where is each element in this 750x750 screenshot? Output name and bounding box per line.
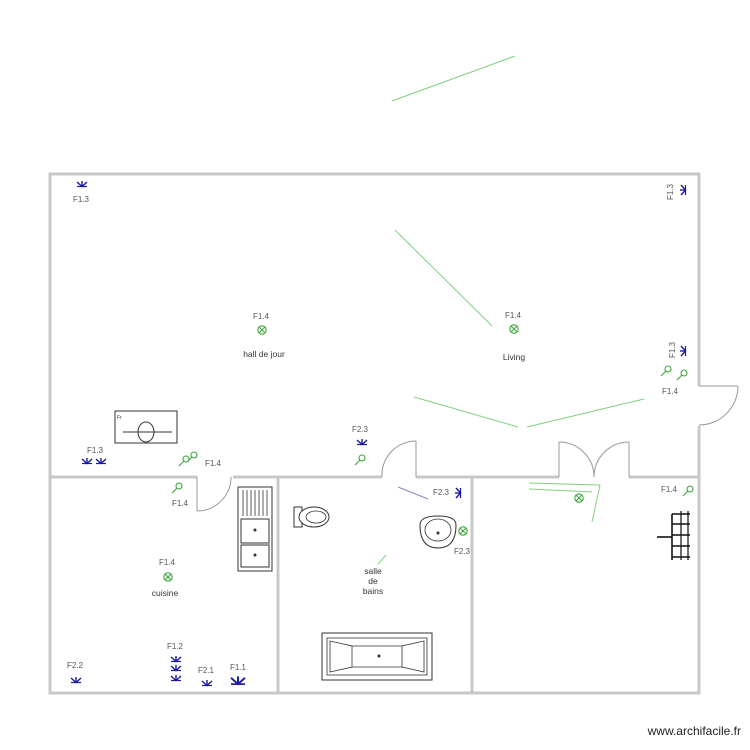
socket-bottomleft-1-icon[interactable] — [81, 457, 93, 465]
label-f14-hall: F1.4 — [253, 312, 270, 321]
label-f13-topleft: F1.3 — [73, 195, 90, 204]
socket-f21-icon[interactable] — [201, 679, 213, 687]
socket-f12-3-icon[interactable] — [170, 674, 182, 682]
socket-topright-icon[interactable] — [679, 184, 687, 196]
label-f23-bath: F2.3 — [433, 488, 450, 497]
label-f22: F2.2 — [67, 661, 84, 670]
label-f13-topright: F1.3 — [666, 183, 675, 200]
door-bathroom[interactable] — [381, 440, 417, 478]
socket-topleft-icon[interactable] — [76, 180, 88, 188]
label-f14-right: F1.4 — [662, 387, 679, 396]
label-f14-living: F1.4 — [505, 311, 522, 320]
switch-room4-icon[interactable] — [682, 485, 694, 497]
socket-f12-2-icon[interactable] — [170, 664, 182, 672]
switch-bath-door-icon[interactable] — [354, 454, 366, 466]
light-hall-icon[interactable] — [257, 325, 267, 335]
socket-bath-door-icon[interactable] — [356, 438, 368, 446]
label-f11: F1.1 — [230, 663, 247, 672]
label-f13-bottomleft: F1.3 — [87, 446, 104, 455]
socket-right-icon[interactable] — [679, 345, 687, 357]
room-bath-label-3: bains — [363, 586, 383, 596]
bathtub — [321, 632, 433, 681]
light-bath-icon[interactable] — [458, 526, 468, 536]
socket-f22-icon[interactable] — [70, 676, 82, 684]
room-hall-label: hall de jour — [243, 349, 285, 359]
door-gap-bath — [382, 474, 416, 480]
washbasin — [419, 515, 457, 549]
light-kitchen-icon[interactable] — [163, 572, 173, 582]
room-bath-label-1: salle — [364, 566, 382, 576]
label-f23-bath-2: F2.3 — [454, 547, 471, 556]
room-bath-label-2: de — [368, 576, 378, 586]
label-f14-switch: F1.4 — [205, 459, 222, 468]
bath-wire — [397, 486, 429, 500]
light-room4-icon[interactable] — [574, 493, 584, 503]
label-f12: F1.2 — [167, 642, 184, 651]
light-living-icon[interactable] — [509, 324, 519, 334]
door-double[interactable] — [558, 441, 630, 478]
label-f21: F2.1 — [198, 666, 215, 675]
room-kitchen-label: cuisine — [152, 588, 179, 598]
socket-bottomleft-2-icon[interactable] — [95, 457, 107, 465]
watermark[interactable]: www.archifacile.fr — [647, 724, 741, 738]
door-gap-right — [696, 386, 702, 426]
door-kitchen[interactable] — [196, 476, 232, 512]
label-f14-room4: F1.4 — [661, 485, 678, 494]
door-right[interactable] — [698, 385, 739, 426]
switch-right-2-icon[interactable] — [660, 365, 672, 377]
socket-f12-1-icon[interactable] — [170, 655, 182, 663]
switch-hall-2-icon[interactable] — [178, 455, 190, 467]
radiator-symbol — [657, 511, 690, 560]
door-gap-kitchen — [197, 474, 233, 480]
switch-kitchen-icon[interactable] — [171, 482, 183, 494]
toilet — [293, 506, 330, 528]
kitchen-sink — [237, 486, 273, 572]
label-f14-kitchen: F1.4 — [159, 558, 176, 567]
wiring-lines — [377, 55, 645, 565]
cooker-hob: Fr — [114, 410, 178, 444]
label-f13-right: F1.3 — [668, 341, 677, 358]
label-f23-door: F2.3 — [352, 425, 369, 434]
hob-label: Fr — [117, 415, 122, 421]
label-f14-kitchen-switch: F1.4 — [172, 499, 189, 508]
socket-f11-icon[interactable] — [230, 675, 246, 686]
room-living-label: Living — [503, 352, 525, 362]
socket-bath-icon[interactable] — [454, 487, 462, 499]
switch-right-icon[interactable] — [676, 369, 688, 381]
